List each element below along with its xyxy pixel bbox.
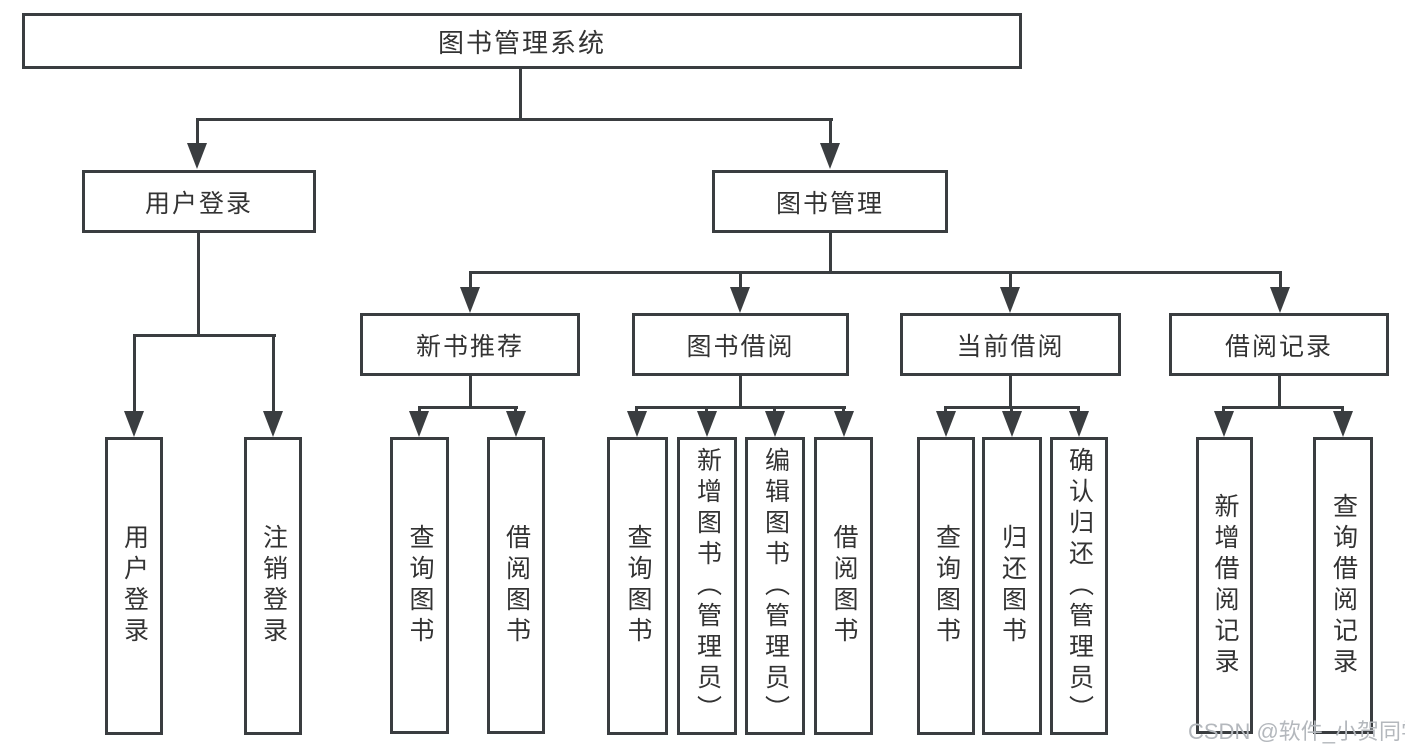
node-book-borrow: 图书借阅 (632, 313, 849, 376)
arrowhead-down-icon (124, 411, 144, 437)
connector-drop (1341, 406, 1344, 414)
connector-drop-book-borrow (739, 271, 742, 289)
arrowhead-down-icon (263, 411, 283, 437)
leaf-br-add: 新增借阅记录 (1196, 437, 1253, 734)
arrowhead-down-icon (1333, 411, 1353, 437)
leaf-cb-query: 查询图书 (917, 437, 975, 735)
connector-book-mgmt-stem (829, 233, 832, 273)
arrowhead-down-icon (1002, 411, 1022, 437)
connector-user-login-stem (197, 233, 200, 336)
node-current-borrow: 当前借阅 (900, 313, 1121, 376)
connector-drop (1222, 406, 1225, 414)
connector-drop-new-book-rec (469, 271, 472, 289)
connector-drop (418, 406, 421, 414)
connector-root-stem (519, 69, 522, 121)
connector-level2-rail (196, 118, 833, 121)
leaf-cb-confirm: 确认归还（管理员） (1050, 437, 1108, 735)
connector-drop-borrow-records (1279, 271, 1282, 289)
leaf-cb-return: 归还图书 (982, 437, 1042, 735)
connector-g5-rail (1223, 406, 1344, 409)
connector-g5-stem (1278, 375, 1281, 408)
leaf-user-login: 用户登录 (105, 437, 163, 735)
leaf-br-query: 查询借阅记录 (1313, 437, 1373, 734)
connector-level3-rail (469, 271, 1282, 274)
connector-g2-stem (469, 375, 472, 408)
arrowhead-down-icon (697, 411, 717, 437)
arrowhead-down-icon (187, 143, 207, 169)
arrowhead-down-icon (1214, 411, 1234, 437)
connector-drop (1010, 406, 1013, 414)
leaf-rec-query: 查询图书 (390, 437, 449, 734)
leaf-logout: 注销登录 (244, 437, 302, 735)
arrowhead-down-icon (820, 143, 840, 169)
node-root: 图书管理系统 (22, 13, 1022, 69)
connector-drop-leaf-user-login (133, 334, 136, 412)
arrowhead-down-icon (627, 411, 647, 437)
arrowhead-down-icon (730, 287, 750, 313)
arrowhead-down-icon (1000, 287, 1020, 313)
node-new-book-rec: 新书推荐 (360, 313, 580, 376)
arrowhead-down-icon (409, 411, 429, 437)
connector-drop-leaf-logout (272, 334, 275, 412)
connector-g3-stem (739, 375, 742, 408)
leaf-rec-borrow: 借阅图书 (487, 437, 545, 734)
csdn-watermark: CSDN @软件_小贺同学 (1188, 719, 1405, 744)
connector-drop (635, 406, 638, 414)
node-book-mgmt: 图书管理 (712, 170, 948, 233)
connector-drop (842, 406, 845, 414)
node-borrow-records: 借阅记录 (1169, 313, 1389, 376)
leaf-bb-edit: 编辑图书（管理员） (745, 437, 805, 735)
connector-g1-rail (133, 334, 276, 337)
connector-drop-current-borrow (1009, 271, 1012, 289)
arrowhead-down-icon (765, 411, 785, 437)
arrowhead-down-icon (936, 411, 956, 437)
arrowhead-down-icon (1069, 411, 1089, 437)
connector-drop (1077, 406, 1080, 414)
node-user-login: 用户登录 (82, 170, 316, 233)
leaf-bb-query: 查询图书 (607, 437, 668, 735)
connector-g4-stem (1009, 375, 1012, 408)
connector-drop (944, 406, 947, 414)
connector-drop (514, 406, 517, 414)
connector-drop (705, 406, 708, 414)
arrowhead-down-icon (506, 411, 526, 437)
leaf-bb-add: 新增图书（管理员） (677, 437, 737, 735)
arrowhead-down-icon (1270, 287, 1290, 313)
connector-drop-book-mgmt (829, 118, 832, 144)
arrowhead-down-icon (834, 411, 854, 437)
connector-drop-user-login (196, 118, 199, 144)
arrowhead-down-icon (460, 287, 480, 313)
connector-g2-rail (418, 406, 518, 409)
connector-g3-rail (636, 406, 846, 409)
leaf-bb-borrow: 借阅图书 (814, 437, 873, 735)
connector-drop (773, 406, 776, 414)
